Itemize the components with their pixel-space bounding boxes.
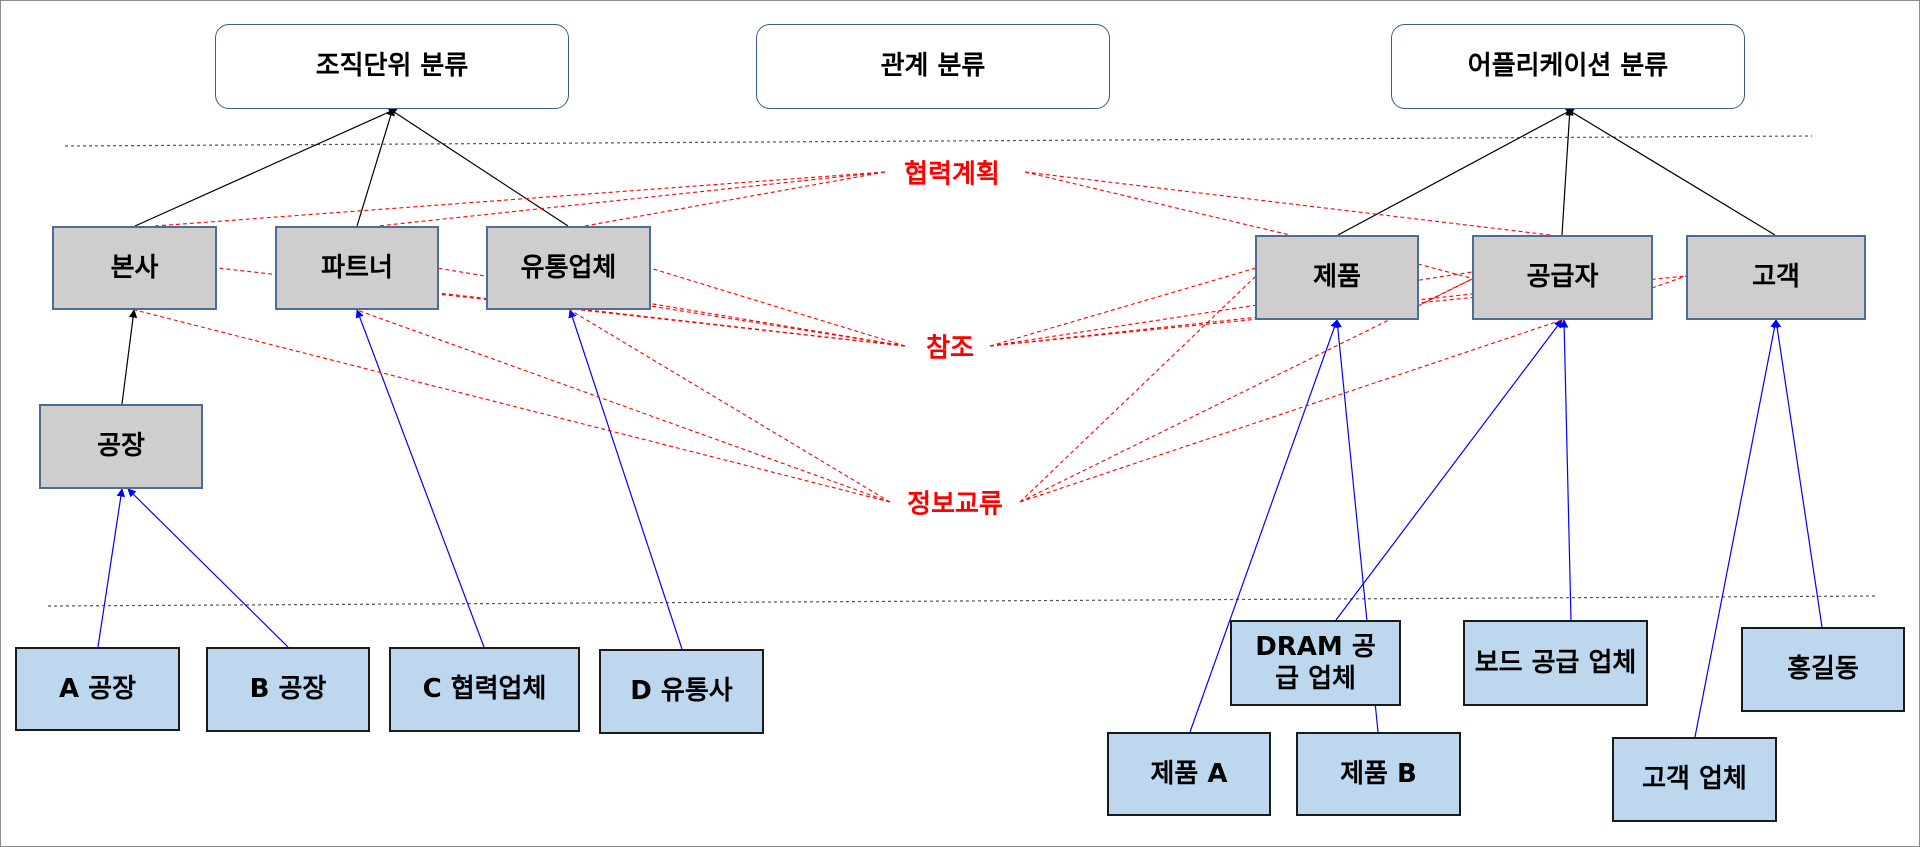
rel-cross-product-supplier [1417,263,1479,281]
link-product-app [1337,107,1576,236]
link-hq-org [134,107,399,227]
rel-info-partner [356,309,891,503]
separator-top [64,135,1813,147]
class-supplier: 공급자 [1472,235,1653,320]
link-hong-customer [1772,319,1823,628]
link-partner-org [356,107,395,227]
link-a-factory [97,488,126,648]
instance-d-distributor: D 유통사 [599,649,764,734]
rel-ref-product [989,267,1257,347]
rel-info-hq [134,309,891,503]
rel-ref-distributor2 [649,305,906,347]
class-factory: 공장 [39,404,203,489]
rel-info-distributor [569,309,891,503]
link-factory-hq [121,309,138,405]
link-d-distributor [568,309,683,650]
rel-ref-distributor [649,267,906,347]
rel-info-supplier2 [1019,275,1479,503]
instance-customer-company: 고객 업체 [1612,737,1777,822]
class-product: 제품 [1255,235,1419,320]
class-hq: 본사 [52,226,217,310]
relation-cooperation: 협력계획 [900,153,1004,191]
rel-ref-supplier2 [989,293,1473,347]
class-partner: 파트너 [275,226,439,310]
rel-cross-supplier-customer [1651,275,1687,289]
rel-coop-hq [154,171,886,227]
rel-coop-partner [377,171,886,227]
instance-product-a: 제품 A [1107,732,1271,816]
class-customer: 고객 [1686,235,1866,320]
class-distributor: 유통업체 [486,226,651,310]
relation-reference: 참조 [922,327,978,365]
link-board-supplier [1559,319,1572,621]
category-org: 조직단위 분류 [215,24,569,109]
instance-b-factory: B 공장 [206,647,370,732]
instance-board-supplier: 보드 공급 업체 [1463,620,1648,706]
rel-coop-supplier [1024,171,1551,236]
instance-hong: 홍길동 [1741,627,1905,712]
link-supplier-app [1561,107,1574,236]
separator-bottom [47,595,1879,607]
link-customer-app [1564,107,1776,236]
instance-dram-supplier: DRAM 공급 업체 [1230,620,1401,706]
link-b-factory [127,488,289,648]
category-relation: 관계 분류 [756,24,1110,109]
relation-info-exchange: 정보교류 [903,483,1007,521]
link-c-partner [355,309,485,648]
link-producta-product [1189,319,1339,733]
link-custco-customer [1694,319,1779,738]
category-application: 어플리케이션 분류 [1391,24,1745,109]
rel-coop-distributor [584,171,886,227]
rel-info-product [1019,275,1257,503]
instance-a-factory: A 공장 [15,647,180,731]
rel-coop-product [1024,171,1291,236]
link-distributor-org [387,107,569,227]
link-dram-supplier [1335,319,1563,621]
rel-info-supplier [1019,319,1563,503]
instance-product-b: 제품 B [1296,732,1461,816]
instance-c-partner: C 협력업체 [389,647,580,732]
